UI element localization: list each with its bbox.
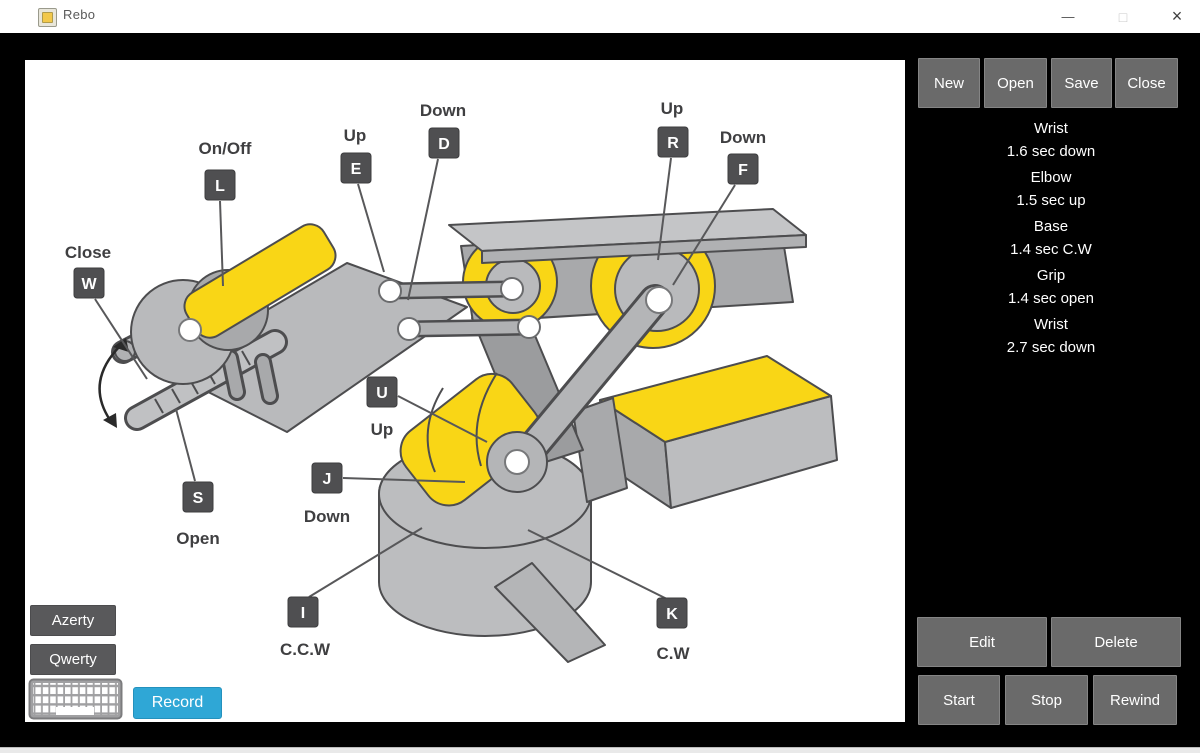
sequence-item-detail: 1.6 sec down bbox=[1006, 143, 1096, 160]
key-leader-line bbox=[527, 529, 668, 600]
key-square bbox=[428, 127, 460, 159]
sequence-item[interactable]: Grip 1.4 sec open bbox=[905, 264, 1197, 310]
key-letter: D bbox=[438, 136, 450, 153]
sequence-item-name: Wrist bbox=[1034, 316, 1068, 333]
key-U: U Up bbox=[366, 376, 488, 443]
save-button[interactable]: Save bbox=[1051, 58, 1112, 108]
key-square bbox=[656, 597, 688, 629]
edit-button[interactable]: Edit bbox=[917, 617, 1047, 667]
delete-button[interactable]: Delete bbox=[1051, 617, 1181, 667]
key-W: W Close bbox=[65, 243, 148, 380]
key-L: L On/Off bbox=[199, 139, 252, 287]
sequence-item[interactable]: Wrist 2.7 sec down bbox=[905, 313, 1197, 359]
key-letter: J bbox=[323, 471, 332, 488]
key-function-label: Down bbox=[304, 507, 350, 526]
sequence-item-name: Elbow bbox=[1030, 169, 1072, 186]
maximize-button[interactable]: □ bbox=[1118, 8, 1128, 25]
close-button[interactable]: × bbox=[1171, 6, 1183, 26]
key-square bbox=[73, 267, 105, 299]
key-leader-line bbox=[397, 395, 488, 443]
key-square bbox=[287, 596, 319, 628]
sequence-item[interactable]: Elbow 1.5 sec up bbox=[905, 166, 1197, 212]
sequence-item-detail: 2.7 sec down bbox=[1006, 339, 1096, 356]
key-letter: W bbox=[81, 276, 97, 293]
key-leader-line bbox=[342, 477, 466, 483]
key-leader-line bbox=[175, 408, 196, 482]
keyboard-icon[interactable] bbox=[28, 678, 123, 720]
key-square bbox=[182, 481, 214, 513]
key-function-label: Up bbox=[661, 99, 684, 118]
key-function-label: Down bbox=[420, 101, 466, 120]
window-bottom-edge bbox=[0, 747, 1200, 753]
key-function-label: Close bbox=[65, 243, 111, 262]
key-function-label: Up bbox=[344, 126, 367, 145]
key-J: J Down bbox=[304, 462, 466, 526]
sequence-item-detail: 1.4 sec C.W bbox=[1010, 241, 1092, 258]
key-leader-line bbox=[407, 158, 439, 301]
key-E: E Up bbox=[340, 126, 385, 273]
record-button[interactable]: Record bbox=[133, 687, 222, 719]
key-square bbox=[204, 169, 236, 201]
key-letter: L bbox=[215, 178, 225, 195]
key-letter: I bbox=[301, 605, 305, 622]
qwerty-button[interactable]: Qwerty bbox=[30, 644, 116, 675]
sequence-item-name: Wrist bbox=[1034, 120, 1068, 137]
key-square bbox=[366, 376, 398, 408]
key-function-label: On/Off bbox=[199, 139, 252, 158]
key-letter: F bbox=[738, 162, 748, 179]
key-square bbox=[727, 153, 759, 185]
key-I: I C.C.W bbox=[280, 527, 423, 659]
azerty-button[interactable]: Azerty bbox=[30, 605, 116, 636]
key-function-label: Up bbox=[371, 420, 394, 439]
open-button[interactable]: Open bbox=[984, 58, 1047, 108]
key-letter: S bbox=[193, 490, 204, 507]
app-icon bbox=[38, 8, 57, 27]
key-letter: E bbox=[351, 161, 362, 178]
key-leader-line bbox=[94, 298, 148, 380]
sequence-item-detail: 1.5 sec up bbox=[1016, 192, 1086, 209]
start-button[interactable]: Start bbox=[918, 675, 1000, 725]
key-leader-line bbox=[672, 184, 736, 286]
stop-button[interactable]: Stop bbox=[1005, 675, 1088, 725]
sequence-item-name: Grip bbox=[1036, 267, 1066, 284]
close-file-button[interactable]: Close bbox=[1115, 58, 1178, 108]
key-letter: R bbox=[667, 135, 679, 152]
new-button[interactable]: New bbox=[918, 58, 980, 108]
key-S: S Open bbox=[175, 408, 220, 548]
key-F: F Down bbox=[672, 128, 766, 286]
key-R: R Up bbox=[657, 99, 689, 261]
key-leader-line bbox=[219, 200, 224, 287]
key-D: D Down bbox=[407, 101, 466, 301]
key-letter: K bbox=[666, 606, 678, 623]
minimize-button[interactable]: — bbox=[1061, 9, 1075, 24]
sequence-item-detail: 1.4 sec open bbox=[1008, 290, 1094, 307]
key-square bbox=[311, 462, 343, 494]
key-leader-line bbox=[357, 183, 385, 273]
key-function-label: C.C.W bbox=[280, 640, 331, 659]
window-title: Rebo bbox=[63, 7, 96, 22]
key-leader-line bbox=[657, 157, 672, 261]
key-leader-line bbox=[308, 527, 423, 598]
robot-arm-illustration: LOn/OffEUpDDownRUpFDownWCloseSOpenUUpJDo… bbox=[65, 99, 838, 663]
key-square bbox=[657, 126, 689, 158]
rewind-button[interactable]: Rewind bbox=[1093, 675, 1177, 725]
key-function-label: Open bbox=[176, 529, 219, 548]
key-function-label: Down bbox=[720, 128, 766, 147]
title-bar: Rebo — □ × bbox=[0, 0, 1200, 33]
sequence-item[interactable]: Wrist 1.6 sec down bbox=[905, 117, 1197, 163]
sequence-item-name: Base bbox=[1033, 218, 1069, 235]
key-function-label: C.W bbox=[656, 644, 690, 663]
key-letter: U bbox=[376, 385, 388, 402]
key-square bbox=[340, 152, 372, 184]
sequence-item[interactable]: Base 1.4 sec C.W bbox=[905, 215, 1197, 261]
robot-arm-shapes bbox=[98, 208, 838, 663]
key-K: K C.W bbox=[527, 529, 690, 663]
